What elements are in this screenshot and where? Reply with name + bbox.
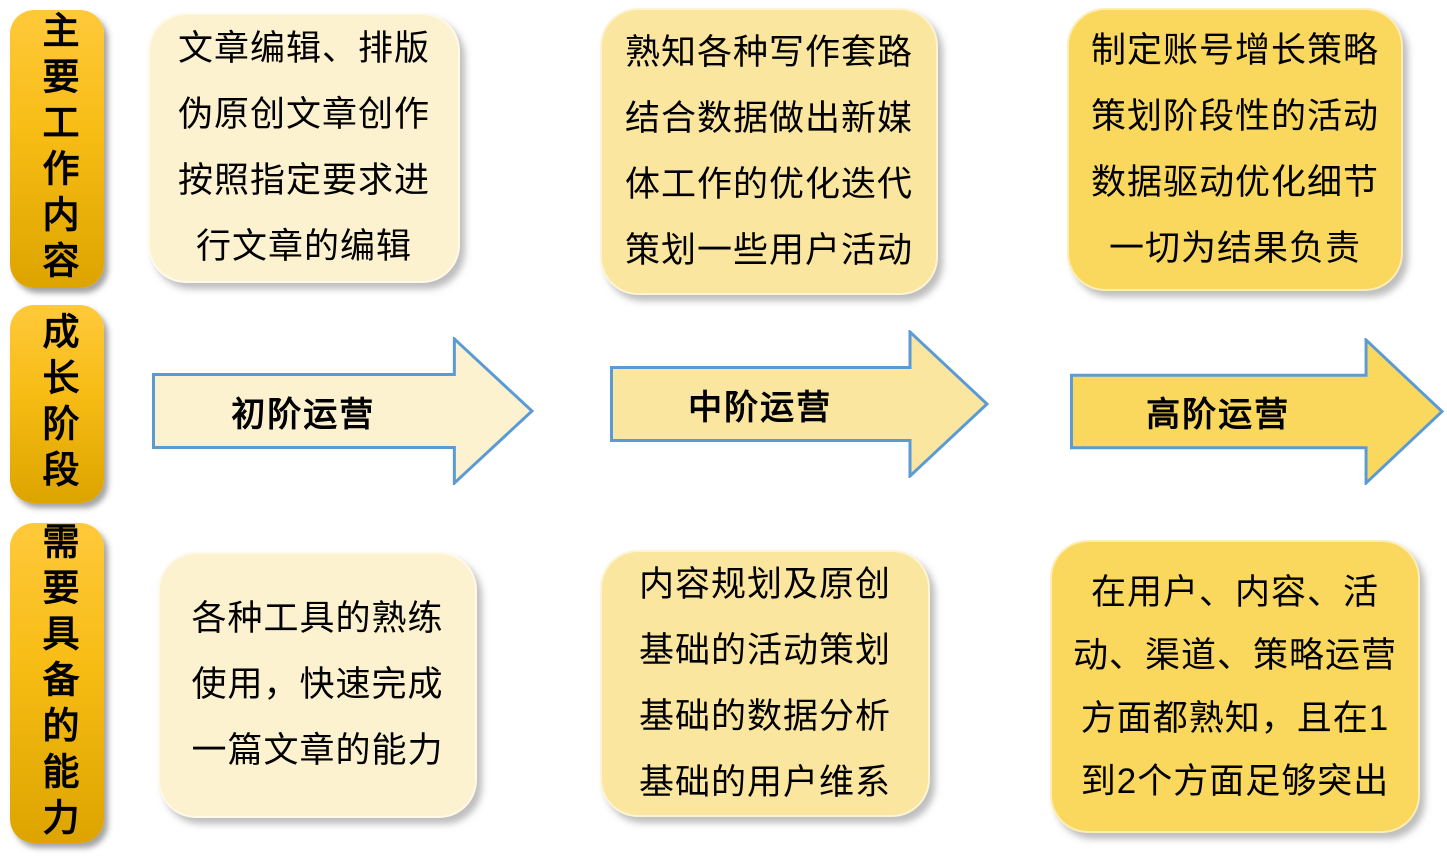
stage-arrow-advanced: 高阶运营 (1070, 338, 1445, 485)
row-label-growth-stage-text: 成长阶段 (37, 312, 78, 496)
row-label-main-work-text: 主要工作内容 (37, 11, 78, 287)
stage-arrow-beginner-label: 初阶运营 (231, 395, 376, 434)
work-content-box-intermediate: 熟知各种写作套路 结合数据做出新媒 体工作的优化迭代 策划一些用户活动 (600, 8, 938, 295)
work-content-text-advanced: 制定账号增长策略 策划阶段性的活动 数据驱动优化细节 一切为结果负责 (1090, 30, 1379, 268)
ability-text-beginner: 各种工具的熟练 使用，快速完成 一篇文章的能力 (191, 599, 444, 770)
ability-box-beginner: 各种工具的熟练 使用，快速完成 一篇文章的能力 (158, 552, 477, 818)
stage-arrow-intermediate-label: 中阶运营 (688, 388, 833, 427)
work-content-text-beginner: 文章编辑、排版 伪原创文章创作 按照指定要求进 行文章的编辑 (177, 29, 430, 266)
stage-arrow-advanced-label: 高阶运营 (1146, 396, 1291, 434)
right-arrow-icon (1070, 338, 1445, 485)
right-arrow-icon (610, 330, 990, 478)
work-content-box-beginner: 文章编辑、排版 伪原创文章创作 按照指定要求进 行文章的编辑 (148, 13, 460, 283)
ability-box-intermediate: 内容规划及原创 基础的活动策划 基础的数据分析 基础的用户维系 (600, 550, 930, 817)
ability-box-advanced: 在用户、内容、活 动、渠道、策略运营 方面都熟知，且在1 到2个方面足够突出 (1050, 540, 1420, 833)
row-label-main-work: 主要工作内容 (10, 10, 104, 288)
row-label-required-ability: 需要具备的能力 (10, 522, 104, 844)
work-content-box-advanced: 制定账号增长策略 策划阶段性的活动 数据驱动优化细节 一切为结果负责 (1067, 8, 1403, 291)
stage-arrow-beginner: 初阶运营 (152, 337, 535, 485)
row-label-required-ability-text: 需要具备的能力 (37, 522, 78, 844)
right-arrow-icon (152, 337, 535, 485)
stage-arrow-intermediate: 中阶运营 (610, 330, 990, 478)
work-content-text-intermediate: 熟知各种写作套路 结合数据做出新媒 体工作的优化迭代 策划一些用户活动 (624, 32, 913, 270)
ability-text-intermediate: 内容规划及原创 基础的活动策划 基础的数据分析 基础的用户维系 (638, 564, 891, 802)
row-label-growth-stage: 成长阶段 (10, 305, 104, 503)
ability-text-advanced: 在用户、内容、活 动、渠道、策略运营 方面都熟知，且在1 到2个方面足够突出 (1072, 572, 1397, 801)
